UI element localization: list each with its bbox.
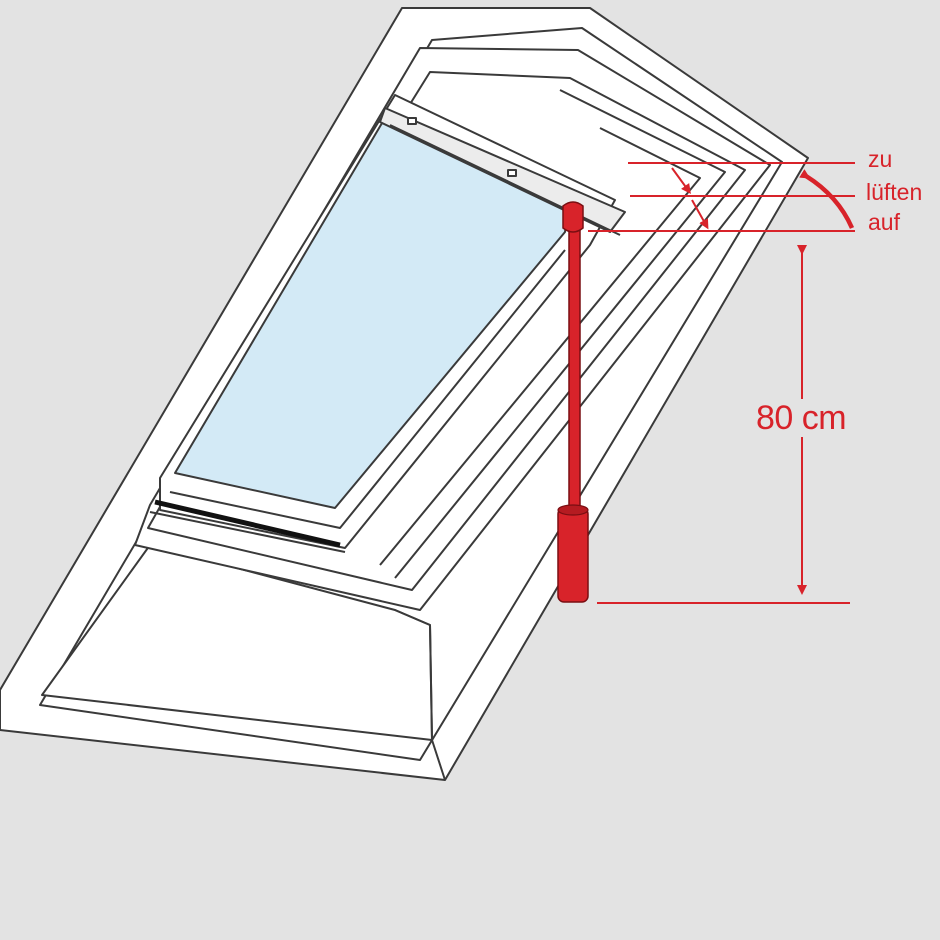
dimension-label: 80 cm xyxy=(756,399,847,437)
rod-grip-icon[interactable] xyxy=(557,507,589,603)
frame-bottom-edge xyxy=(149,511,346,553)
opening-rod[interactable] xyxy=(557,201,589,603)
arrow-small-1 xyxy=(671,167,691,195)
label-auf: auf xyxy=(868,209,900,235)
sash-seal xyxy=(154,499,341,548)
sash-inner-line xyxy=(169,249,566,529)
frame-line-1 xyxy=(394,89,726,579)
frame-line-2 xyxy=(379,127,701,566)
position-indicators xyxy=(588,162,855,232)
rod-grip-top xyxy=(557,504,589,516)
label-lueften: lüften xyxy=(866,179,923,205)
opening-rod-icon xyxy=(568,217,581,519)
curved-arrow-icon xyxy=(799,169,855,229)
sash-clip-1 xyxy=(407,117,417,125)
reveal-sill-edge xyxy=(394,609,446,781)
sash-clip-2 xyxy=(507,169,517,177)
label-zu: zu xyxy=(868,146,893,172)
rod-hook xyxy=(562,201,584,233)
arrow-small-2 xyxy=(691,199,709,230)
